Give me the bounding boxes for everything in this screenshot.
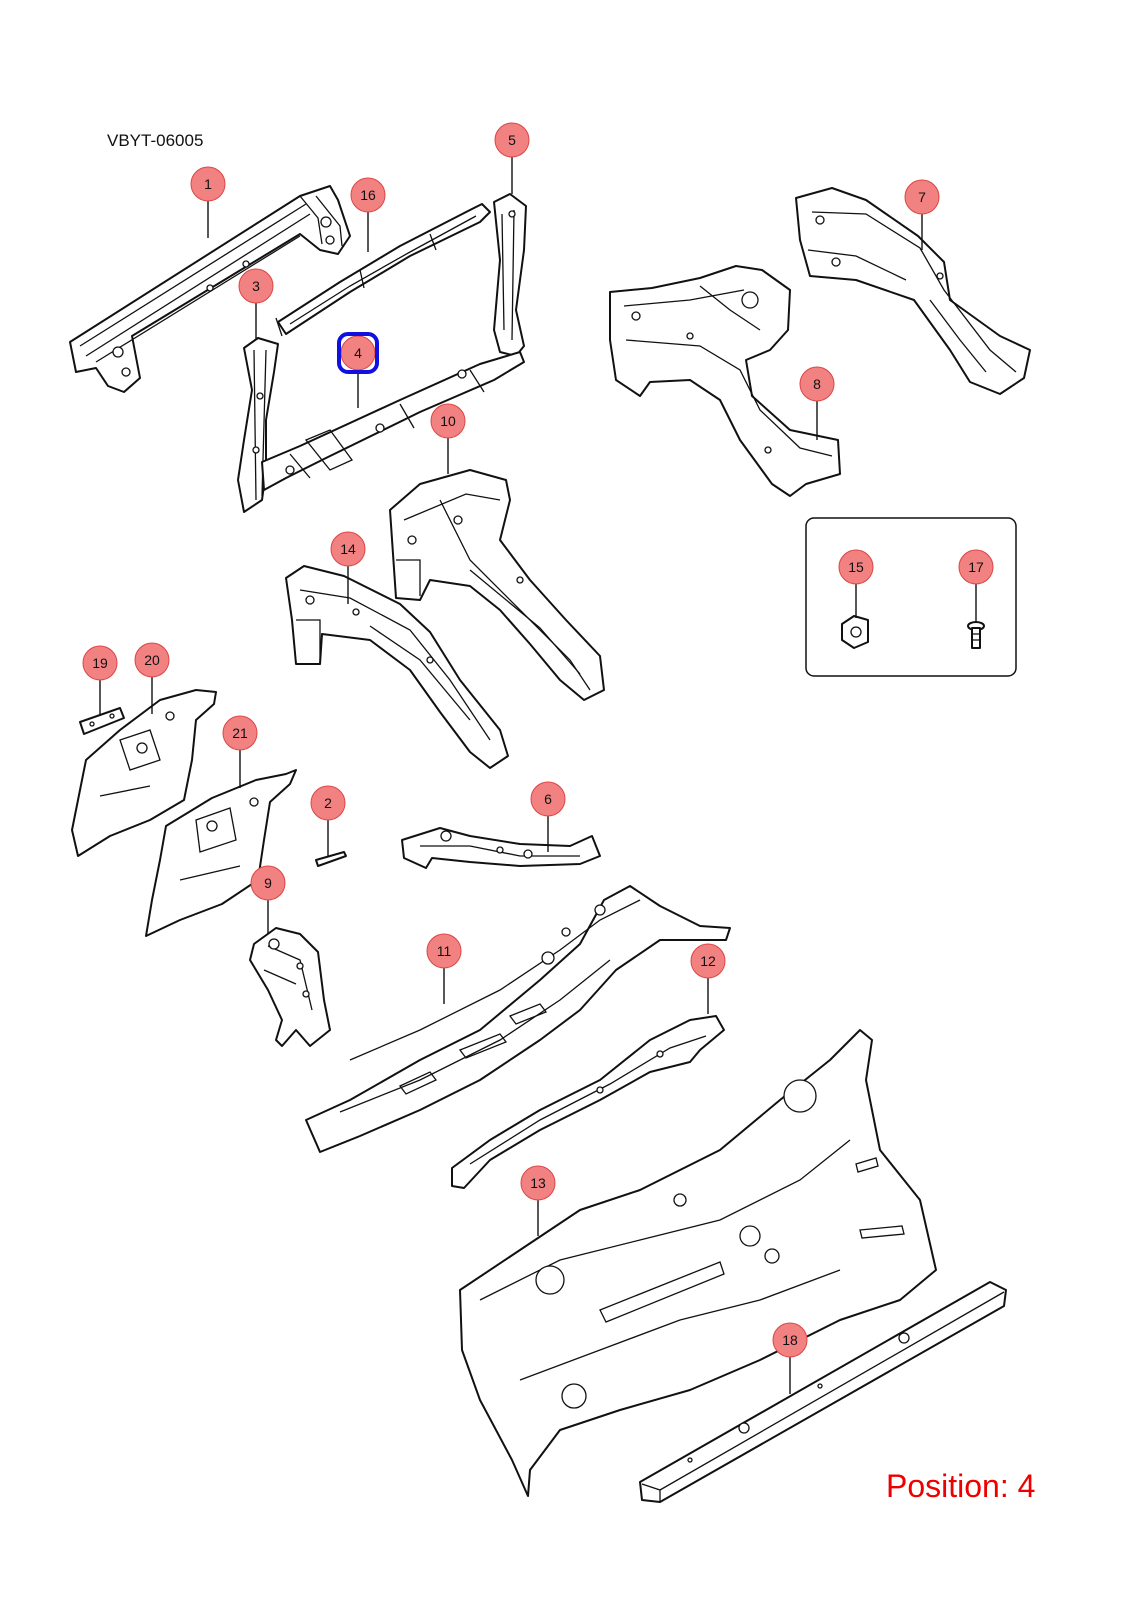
callout-1-label: 1	[204, 176, 212, 192]
callout-19[interactable]: 19	[82, 645, 118, 681]
part-7-rail-assembly	[795, 187, 1031, 395]
callout-11[interactable]: 11	[426, 933, 462, 969]
part-12-sill	[451, 1015, 725, 1189]
part-1-bumper-beam	[69, 185, 351, 393]
callout-17-label: 17	[968, 559, 984, 575]
callout-7-label: 7	[918, 189, 926, 205]
callout-19-label: 19	[92, 655, 108, 671]
callout-12[interactable]: 12	[690, 943, 726, 979]
callout-5[interactable]: 5	[494, 122, 530, 158]
part-8-apron-assembly	[609, 265, 841, 497]
part-4-lower-crossmember	[261, 351, 525, 491]
callout-1[interactable]: 1	[190, 166, 226, 202]
selected-position-label: Position: 4	[886, 1468, 1036, 1504]
callout-17[interactable]: 17	[958, 549, 994, 585]
callout-9[interactable]: 9	[250, 865, 286, 901]
callout-3-label: 3	[252, 278, 260, 294]
part-6-rail-extension	[401, 827, 601, 869]
part-19-bracket	[79, 707, 125, 735]
callout-18-label: 18	[782, 1332, 798, 1348]
part-2-clip	[315, 851, 347, 867]
part-14-front-rail	[285, 565, 509, 769]
callout-4-label: 4	[354, 345, 362, 361]
hardware-box	[805, 517, 1017, 677]
callout-20-label: 20	[144, 652, 160, 668]
callout-2[interactable]: 2	[310, 785, 346, 821]
callout-10-label: 10	[440, 413, 456, 429]
part-11-floor-pan	[305, 885, 731, 1153]
callout-18[interactable]: 18	[772, 1322, 808, 1358]
callout-8[interactable]: 8	[799, 366, 835, 402]
callout-6[interactable]: 6	[530, 781, 566, 817]
callout-8-label: 8	[813, 376, 821, 392]
callout-15[interactable]: 15	[838, 549, 874, 585]
callout-13[interactable]: 13	[520, 1165, 556, 1201]
part-10-front-rail	[389, 469, 605, 701]
callout-4-selection-highlight	[337, 332, 379, 374]
callout-14[interactable]: 14	[330, 531, 366, 567]
callout-16-label: 16	[360, 187, 376, 203]
callout-10[interactable]: 10	[430, 403, 466, 439]
callout-6-label: 6	[544, 791, 552, 807]
callout-14-label: 14	[340, 541, 356, 557]
callout-4[interactable]: 4	[337, 332, 379, 374]
callout-15-label: 15	[848, 559, 864, 575]
callout-11-label: 11	[437, 943, 452, 959]
callout-3[interactable]: 3	[238, 268, 274, 304]
part-13-dash-panel	[459, 1029, 937, 1497]
part-18-crossmember	[639, 1281, 1007, 1503]
callout-9-label: 9	[264, 875, 272, 891]
callout-12-label: 12	[700, 953, 716, 969]
callout-2-label: 2	[324, 795, 332, 811]
part-5-vertical-support	[493, 193, 527, 357]
part-15-nut	[841, 615, 869, 649]
part-16-upper-support	[275, 203, 491, 337]
part-21-inner-panel	[145, 769, 297, 937]
leader-lines	[99, 157, 977, 1394]
callout-21-label: 21	[232, 725, 248, 741]
callout-5-label: 5	[508, 132, 516, 148]
callout-16[interactable]: 16	[350, 177, 386, 213]
callout-21[interactable]: 21	[222, 715, 258, 751]
diagram-reference-code: VBYT-06005	[107, 131, 204, 150]
callout-13-label: 13	[530, 1175, 546, 1191]
callout-20[interactable]: 20	[134, 642, 170, 678]
callout-7[interactable]: 7	[904, 179, 940, 215]
part-9-bracket	[249, 927, 331, 1047]
part-20-inner-panel	[71, 689, 217, 857]
